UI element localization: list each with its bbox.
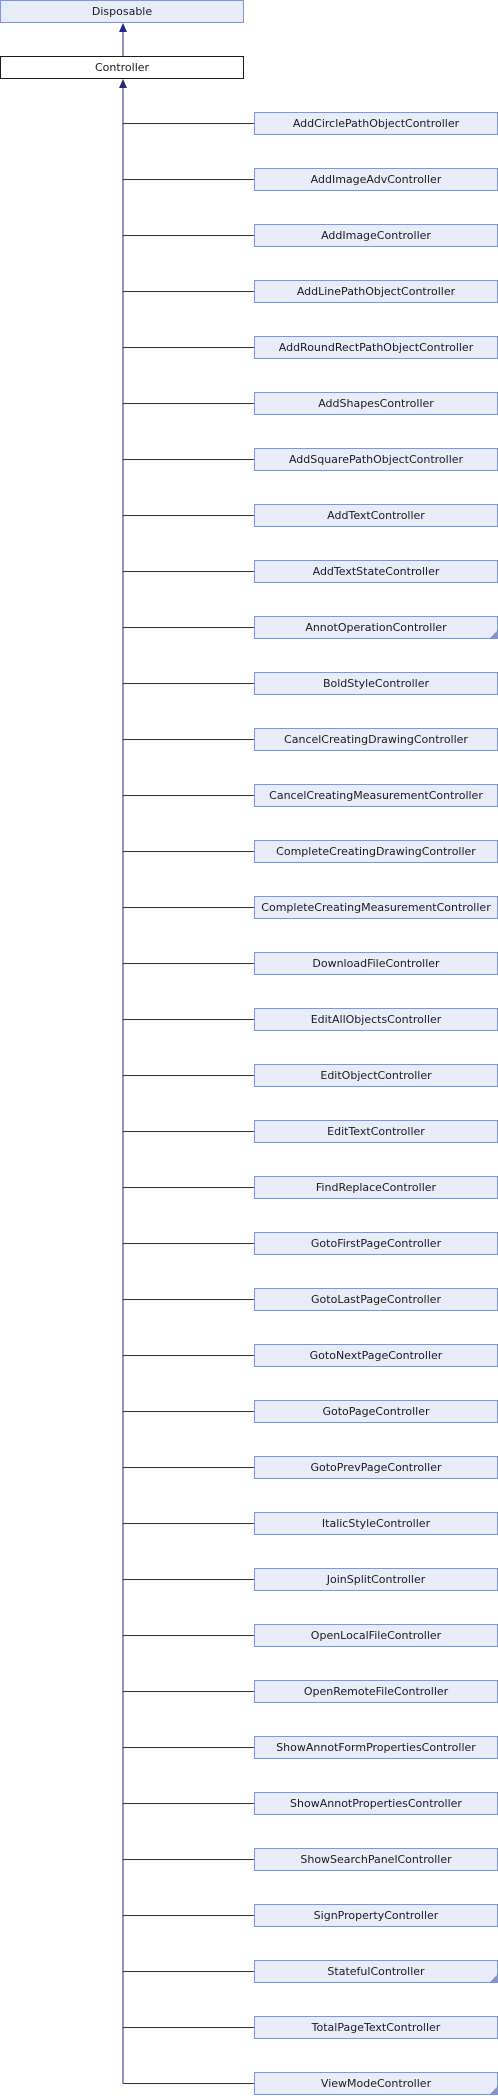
- class-node-open-local-file-controller[interactable]: OpenLocalFileController: [254, 1624, 498, 1647]
- class-node-add-square-path-object-controller[interactable]: AddSquarePathObjectController: [254, 448, 498, 471]
- class-node-label: AddSquarePathObjectController: [288, 453, 464, 466]
- class-node-label: GotoFirstPageController: [310, 1237, 442, 1250]
- class-node-label: BoldStyleController: [322, 677, 430, 690]
- class-node-stateful-controller[interactable]: StatefulController: [254, 1960, 498, 1983]
- class-node-label: AddImageController: [321, 229, 431, 242]
- class-node-goto-last-page-controller[interactable]: GotoLastPageController: [254, 1288, 498, 1311]
- class-node-label: DownloadFileController: [312, 957, 440, 970]
- class-node-label: CompleteCreatingDrawingController: [276, 845, 476, 858]
- class-node-label: AddLinePathObjectController: [296, 285, 456, 298]
- class-node-label: EditAllObjectsController: [310, 1013, 442, 1026]
- class-node-label: EditObjectController: [320, 1069, 432, 1082]
- class-node-goto-next-page-controller[interactable]: GotoNextPageController: [254, 1344, 498, 1367]
- class-node-add-text-controller[interactable]: AddTextController: [254, 504, 498, 527]
- class-node-label: AnnotOperationController: [305, 621, 447, 634]
- class-node-label: GotoPrevPageController: [310, 1461, 442, 1474]
- class-node-label: FindReplaceController: [315, 1181, 437, 1194]
- class-node-label: CancelCreatingMeasurementController: [269, 789, 483, 802]
- class-node-label: ItalicStyleController: [321, 1517, 431, 1530]
- class-node-add-image-controller[interactable]: AddImageController: [254, 224, 498, 247]
- class-node-label: ShowSearchPanelController: [300, 1853, 452, 1866]
- class-node-add-circle-path-object-controller[interactable]: AddCirclePathObjectController: [254, 112, 498, 135]
- has-subclasses-marker-icon: [490, 1975, 497, 1982]
- class-node-add-image-adv-controller[interactable]: AddImageAdvController: [254, 168, 498, 191]
- class-node-sign-property-controller[interactable]: SignPropertyController: [254, 1904, 498, 1927]
- class-node-show-annot-properties-controller[interactable]: ShowAnnotPropertiesController: [254, 1792, 498, 1815]
- class-node-edit-text-controller[interactable]: EditTextController: [254, 1120, 498, 1143]
- class-node-label: CompleteCreatingMeasurementController: [261, 901, 491, 914]
- class-node-label: ShowAnnotFormPropertiesController: [276, 1741, 476, 1754]
- class-node-label: AddRoundRectPathObjectController: [278, 341, 474, 354]
- class-node-label: AddCirclePathObjectController: [292, 117, 460, 130]
- class-node-goto-page-controller[interactable]: GotoPageController: [254, 1400, 498, 1423]
- class-node-edit-all-objects-controller[interactable]: EditAllObjectsController: [254, 1008, 498, 1031]
- class-node-show-search-panel-controller[interactable]: ShowSearchPanelController: [254, 1848, 498, 1871]
- class-node-label: StatefulController: [327, 1965, 425, 1978]
- has-subclasses-marker-icon: [490, 631, 497, 638]
- class-node-label: AddTextController: [327, 509, 425, 522]
- class-node-label: CancelCreatingDrawingController: [284, 733, 468, 746]
- class-node-label: OpenRemoteFileController: [303, 1685, 449, 1698]
- class-node-edit-object-controller[interactable]: EditObjectController: [254, 1064, 498, 1087]
- class-node-add-round-rect-path-object-controller[interactable]: AddRoundRectPathObjectController: [254, 336, 498, 359]
- class-node-italic-style-controller[interactable]: ItalicStyleController: [254, 1512, 498, 1535]
- class-node-find-replace-controller[interactable]: FindReplaceController: [254, 1176, 498, 1199]
- class-node-disposable[interactable]: Disposable: [0, 0, 244, 23]
- class-node-join-split-controller[interactable]: JoinSplitController: [254, 1568, 498, 1591]
- class-node-label: AddShapesController: [318, 397, 434, 410]
- class-node-annot-operation-controller[interactable]: AnnotOperationController: [254, 616, 498, 639]
- class-node-label: GotoPageController: [322, 1405, 430, 1418]
- class-node-label: ShowAnnotPropertiesController: [290, 1797, 462, 1810]
- class-node-download-file-controller[interactable]: DownloadFileController: [254, 952, 498, 975]
- class-node-cancel-creating-drawing-controller[interactable]: CancelCreatingDrawingController: [254, 728, 498, 751]
- class-node-view-mode-controller[interactable]: ViewModeController: [254, 2072, 498, 2095]
- class-node-label: GotoLastPageController: [311, 1293, 441, 1306]
- inheritance-arrowhead-icon: [119, 79, 127, 88]
- class-node-label: AddTextStateController: [312, 565, 440, 578]
- class-node-total-page-text-controller[interactable]: TotalPageTextController: [254, 2016, 498, 2039]
- class-node-goto-first-page-controller[interactable]: GotoFirstPageController: [254, 1232, 498, 1255]
- class-node-cancel-creating-measurement-controller[interactable]: CancelCreatingMeasurementController: [254, 784, 498, 807]
- class-node-label: TotalPageTextController: [311, 2021, 441, 2034]
- class-node-complete-creating-drawing-controller[interactable]: CompleteCreatingDrawingController: [254, 840, 498, 863]
- class-node-label: SignPropertyController: [313, 1909, 439, 1922]
- class-node-add-shapes-controller[interactable]: AddShapesController: [254, 392, 498, 415]
- class-node-label: GotoNextPageController: [309, 1349, 443, 1362]
- class-node-bold-style-controller[interactable]: BoldStyleController: [254, 672, 498, 695]
- class-node-add-line-path-object-controller[interactable]: AddLinePathObjectController: [254, 280, 498, 303]
- class-node-show-annot-form-properties-controller[interactable]: ShowAnnotFormPropertiesController: [254, 1736, 498, 1759]
- has-subclasses-marker-icon: [490, 2087, 497, 2094]
- class-node-open-remote-file-controller[interactable]: OpenRemoteFileController: [254, 1680, 498, 1703]
- class-node-label: OpenLocalFileController: [310, 1629, 442, 1642]
- class-node-goto-prev-page-controller[interactable]: GotoPrevPageController: [254, 1456, 498, 1479]
- class-node-complete-creating-measurement-controller[interactable]: CompleteCreatingMeasurementController: [254, 896, 498, 919]
- class-node-label: JoinSplitController: [326, 1573, 426, 1586]
- class-node-label: ViewModeController: [320, 2077, 432, 2090]
- class-node-add-text-state-controller[interactable]: AddTextStateController: [254, 560, 498, 583]
- class-node-label: AddImageAdvController: [310, 173, 442, 186]
- class-node-controller: Controller: [0, 56, 244, 79]
- class-node-label: EditTextController: [327, 1125, 425, 1138]
- inheritance-arrowhead-icon: [119, 23, 127, 32]
